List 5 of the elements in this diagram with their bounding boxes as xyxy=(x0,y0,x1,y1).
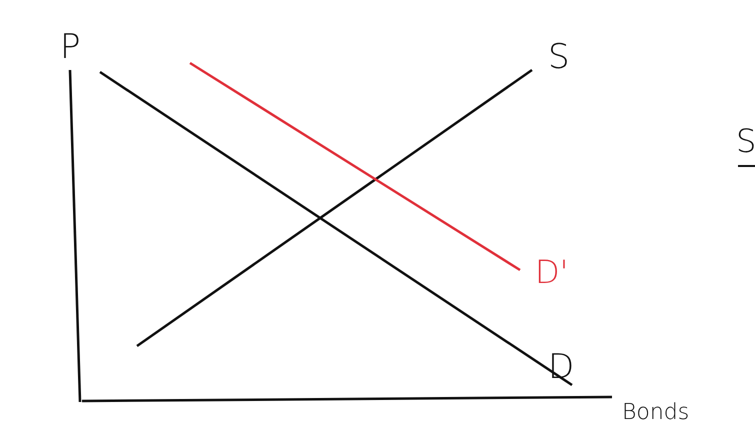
curve-label: S xyxy=(548,40,570,74)
curve-label: S xyxy=(736,125,755,157)
axis-label: Bonds xyxy=(622,402,690,424)
axis-label: P xyxy=(60,30,81,64)
curve-label: D' xyxy=(535,256,568,288)
